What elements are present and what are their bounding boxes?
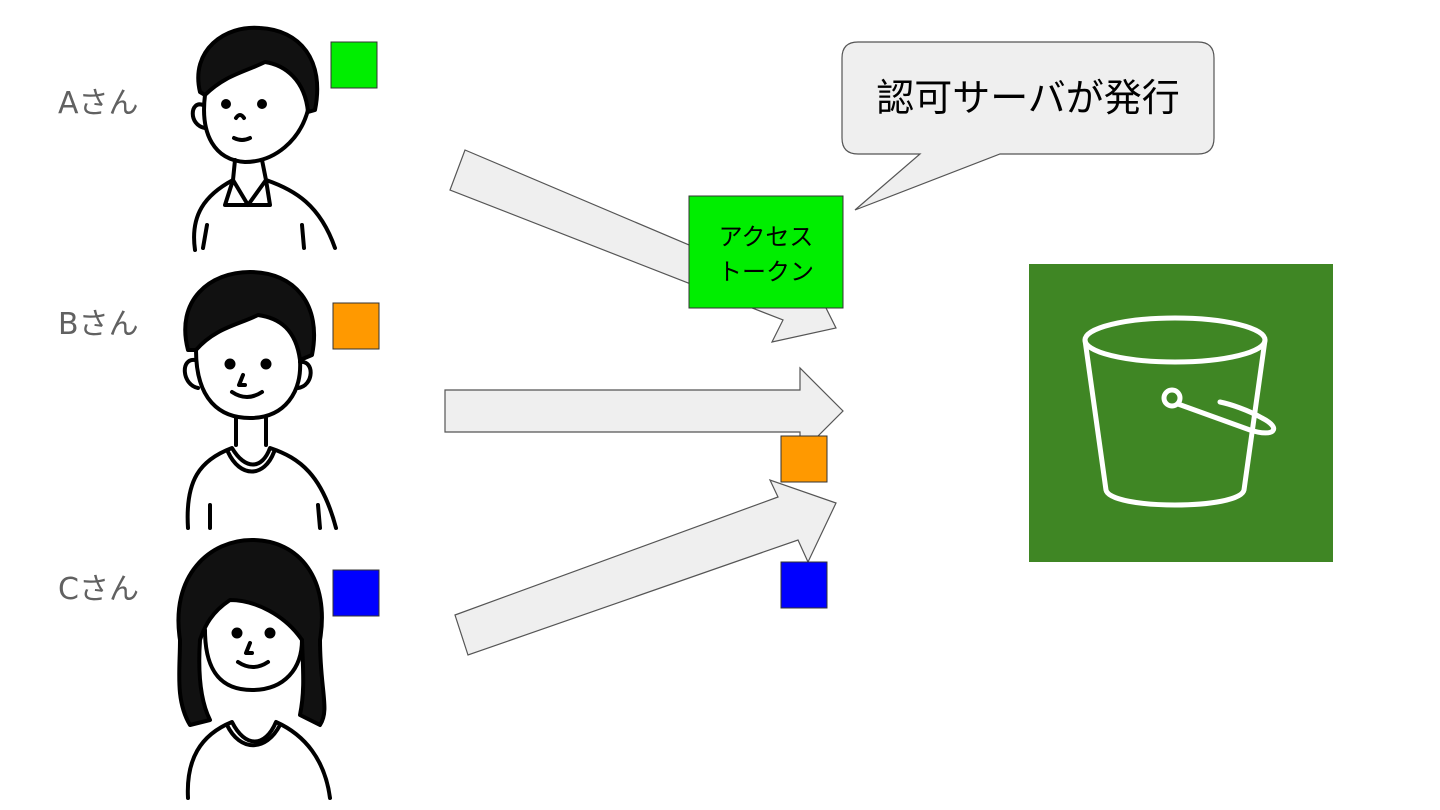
person-b-token (333, 303, 379, 349)
person-a-token (331, 42, 377, 88)
person-c-label: Cさん (58, 572, 139, 607)
access-token-line1: アクセス (719, 223, 814, 251)
access-token: アクセス トークン (689, 196, 843, 308)
person-a-label: Aさん (58, 86, 139, 121)
issuer-callout-text: 認可サーバが発行 (876, 76, 1180, 120)
person-c: Cさん (58, 540, 379, 798)
sent-token-b (781, 436, 827, 482)
access-token-box (689, 196, 843, 308)
sent-token-c (781, 562, 827, 608)
person-a: Aさん (58, 28, 377, 250)
storage-bucket (1029, 264, 1333, 562)
person-c-icon (178, 540, 330, 798)
person-b-label: Bさん (58, 307, 139, 342)
person-b: Bさん (58, 272, 379, 528)
arrow-c-to-bucket (455, 480, 836, 655)
issuer-callout: 認可サーバが発行 (842, 42, 1214, 210)
access-token-line2: トークン (718, 258, 814, 286)
person-c-token (333, 570, 379, 616)
person-a-icon (193, 28, 335, 250)
person-b-icon (185, 272, 336, 528)
storage-bucket-background (1029, 264, 1333, 562)
